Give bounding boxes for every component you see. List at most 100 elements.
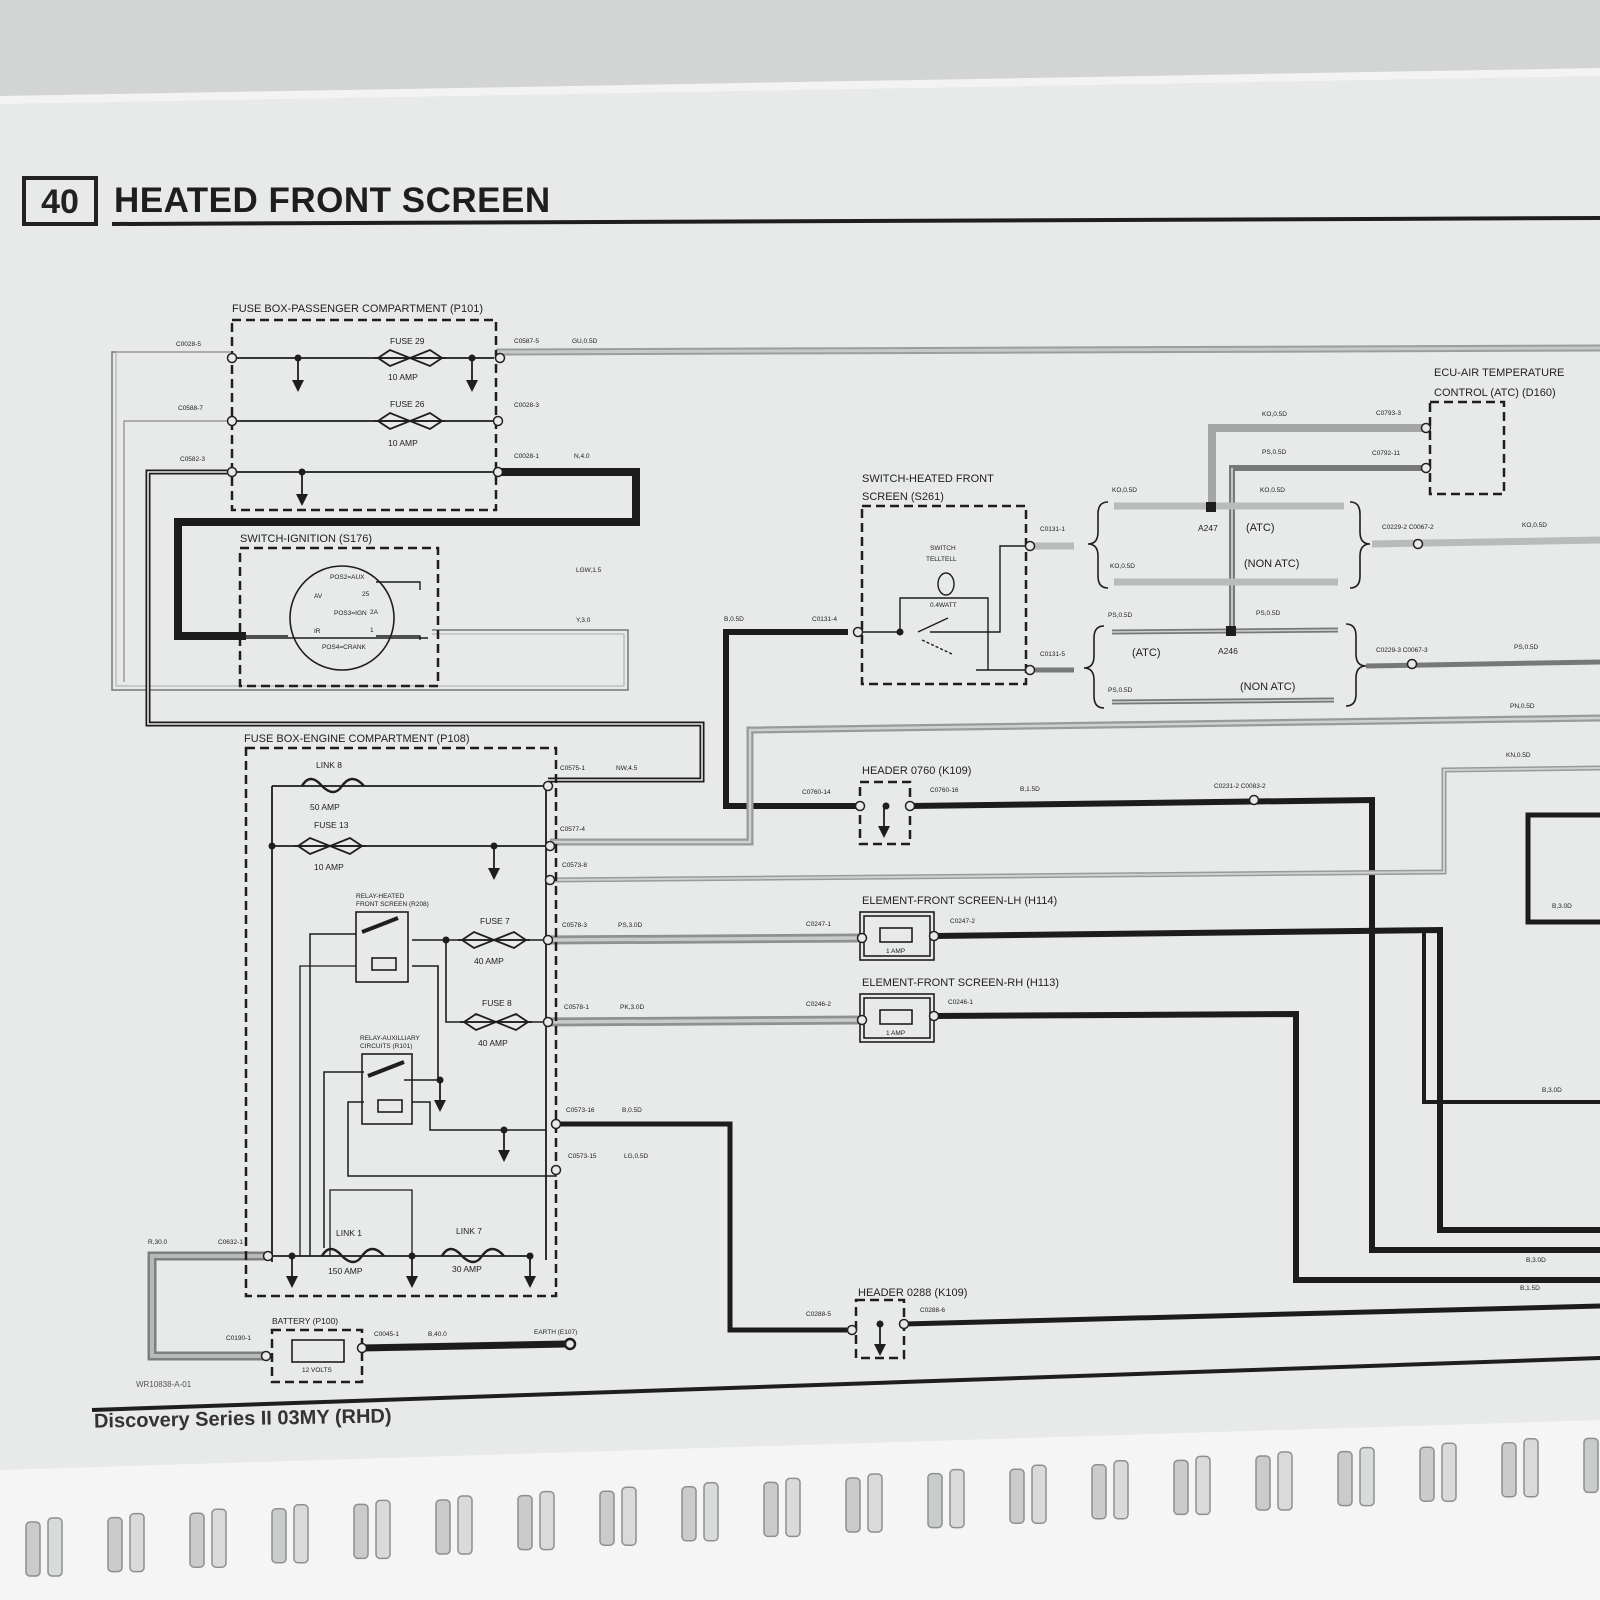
fusebox-passenger-label: FUSE BOX-PASSENGER COMPARTMENT (P101) (232, 303, 483, 315)
fusebox-passenger-box (230, 318, 498, 512)
switch-ignition-box (238, 546, 440, 688)
wire-ko-atc-2: KO,0.5D (1260, 487, 1285, 494)
connector-pin (852, 626, 864, 638)
element-lh-label: ELEMENT-FRONT SCREEN-LH (H114) (862, 895, 1057, 907)
connector-pin (494, 352, 506, 364)
wire-b-1-5d-right-2: B,1.5D (1520, 1285, 1540, 1292)
binding-ring (1337, 1450, 1353, 1507)
element-rh-fuse-label: 1 AMP (886, 1030, 905, 1037)
ground-arrow (878, 826, 890, 838)
connector-pin (1406, 658, 1418, 670)
relay-hfs-label-2: FRONT SCREEN (R208) (356, 901, 429, 908)
fuse-8-rating: 40 AMP (478, 1038, 508, 1048)
binding-ring (107, 1516, 123, 1573)
variant-brackets (1083, 501, 1371, 709)
wire-ps-right: PS,0.5D (1514, 644, 1539, 651)
ign-25: 25 (362, 591, 370, 598)
conn-c0793-3: C0793-3 (1376, 410, 1401, 417)
switch-hfs-label-2: SCREEN (S261) (862, 491, 944, 503)
relay-hfs-symbol (355, 911, 409, 983)
battery-inner-label: 12 VOLTS (302, 1367, 333, 1374)
conn-c0573-8: C0573-8 (562, 862, 587, 869)
wire-b-1-5d-right: B,1.5D (1530, 1227, 1550, 1234)
wire-b-1-5d: B,1.5D (1020, 786, 1040, 793)
connector-pin (856, 1014, 868, 1026)
conn-c0632-1: C0632-1 (218, 1239, 243, 1246)
wire-lgw-1-5: LGW,1.5 (576, 567, 602, 574)
binding-ring (1255, 1455, 1271, 1511)
connector-pin (544, 874, 556, 886)
battery-box (270, 1328, 364, 1384)
splice-a246-dot (1226, 626, 1236, 636)
fuse-symbols (294, 348, 532, 1032)
fuse-26-rating: 10 AMP (388, 438, 418, 448)
wire-ps-atc-2: PS,0.5D (1256, 610, 1281, 617)
conn-c0045-1: C0045-1 (374, 1331, 399, 1338)
wire-ko-atc: KO,0.5D (1112, 487, 1137, 494)
binding-rings (25, 1437, 1599, 1577)
connector-pin (1024, 540, 1036, 552)
wire-pn: PN,0.5D (1510, 703, 1535, 710)
conn-c0577-4: C0577-4 (560, 826, 585, 833)
connector-pin (550, 1164, 562, 1176)
connector-pin (356, 1342, 368, 1354)
splice-a246: A246 (1218, 646, 1238, 656)
ignition-dial (289, 565, 395, 671)
wire-b-3-0d-lower: B,3.0D (1542, 1087, 1562, 1094)
conn-c0582-3: C0582-3 (180, 456, 205, 463)
connector-pin (542, 1016, 554, 1028)
connector-pin (1420, 422, 1432, 434)
paper (0, 74, 1600, 1600)
fuse-26-name: FUSE 26 (390, 399, 425, 409)
binding-ring (763, 1481, 779, 1538)
ecu-box (1428, 400, 1506, 496)
conn-c0760-16: C0760-16 (930, 787, 959, 794)
fuse-29-name: FUSE 29 (390, 336, 425, 346)
conn-c0588-7: C0588-7 (178, 405, 203, 412)
ground-arrow (406, 1276, 418, 1288)
conn-c0573-16: C0573-16 (566, 1107, 595, 1114)
connector-pin (492, 466, 504, 478)
link-1-rating: 150 AMP (328, 1266, 363, 1276)
wire-pk-3-0d: PK,3.0D (620, 1004, 645, 1011)
link-7-rating: 30 AMP (452, 1264, 482, 1274)
conn-c0792-11: C0792-11 (1372, 450, 1400, 457)
connector-pin (550, 1118, 562, 1130)
fusebox-engine-label: FUSE BOX-ENGINE COMPARTMENT (P108) (244, 733, 470, 745)
header-0760-label: HEADER 0760 (K109) (862, 765, 971, 777)
link-8-name: LINK 8 (316, 760, 342, 770)
binding-ring (681, 1486, 697, 1542)
splice-a247-dot (1206, 502, 1216, 512)
binding-ring (1173, 1459, 1189, 1516)
fuse-8-name: FUSE 8 (482, 998, 512, 1008)
binding-ring (1091, 1464, 1107, 1520)
ground-arrow (434, 1100, 446, 1112)
conn-c0246-2: C0246-2 (806, 1001, 831, 1008)
binding-ring (189, 1512, 205, 1568)
wire-ps-atc: PS,0.5D (1108, 612, 1133, 619)
link-8-rating: 50 AMP (310, 802, 340, 812)
binding-ring (927, 1472, 943, 1529)
ground-arrow (874, 1344, 886, 1356)
element-lh-fuse-label: 1 AMP (886, 948, 905, 955)
ign-pos2: POS2=AUX (330, 574, 365, 581)
earth-label: EARTH (E107) (534, 1329, 577, 1336)
wire-ps-3-0d: PS,3.0D (618, 922, 643, 929)
fuse-29-rating: 10 AMP (388, 372, 418, 382)
binding-ring (1419, 1446, 1435, 1502)
connector-pin (492, 415, 504, 427)
binding-ring (435, 1499, 451, 1555)
title-rule (111, 216, 1600, 226)
binding-ring (1501, 1442, 1517, 1498)
conn-c0573-15: C0573-15 (568, 1153, 597, 1160)
fuse-7-name: FUSE 7 (480, 916, 510, 926)
wire-kn: KN,0.5D (1506, 752, 1531, 759)
ign-pos4: POS4=CRANK (322, 644, 367, 651)
connector-pin (1024, 664, 1036, 676)
switch-hfs-box (860, 504, 1028, 686)
connector-pin (1248, 794, 1260, 806)
connector-pin (542, 934, 554, 946)
conn-c0028-1: C0028-1 (514, 453, 539, 460)
element-rh-label: ELEMENT-FRONT SCREEN-RH (H113) (862, 977, 1059, 989)
